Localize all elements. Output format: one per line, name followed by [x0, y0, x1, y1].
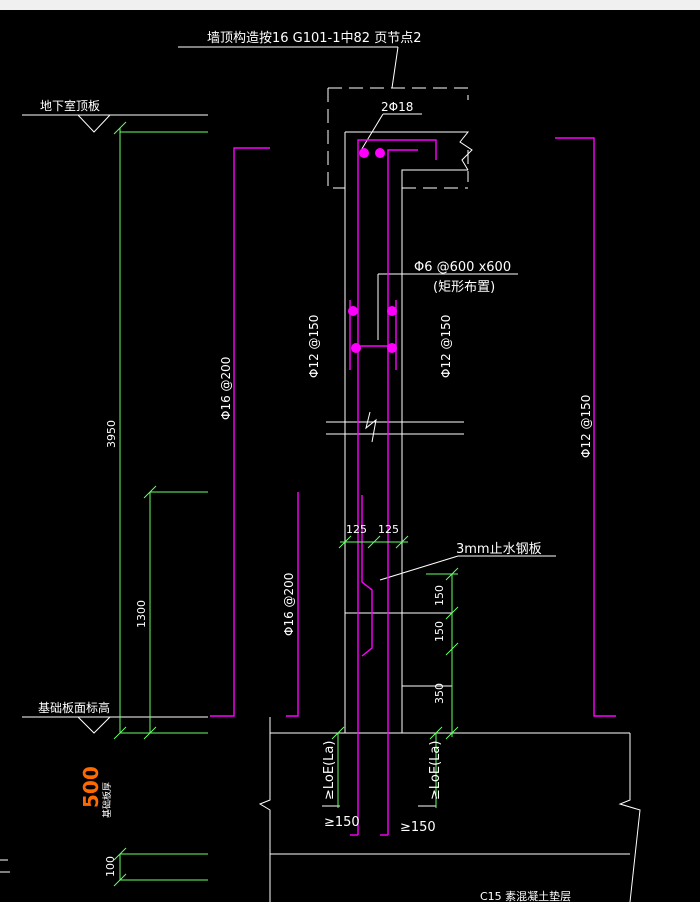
orange-handwritten-mark: 500 [79, 766, 103, 808]
foundation-edge-right [618, 733, 641, 902]
slab-thickness-label: 基础板厚 [101, 782, 113, 818]
dim-anchor-left-tick [331, 726, 345, 740]
tie-bar-label: Φ6 @600 x600 [414, 260, 511, 275]
vertical-bar-left [357, 139, 437, 835]
wall-break-zigzag [365, 411, 377, 443]
top-detail-box-top [328, 87, 469, 100]
water-stop-label: 3mm止水钢板 [456, 542, 542, 557]
dim-ws-tick-4 [445, 726, 459, 740]
dim-wall-tick-2 [367, 535, 381, 549]
left-lower-bar-extent [286, 492, 299, 717]
right-bar-extent [555, 137, 616, 717]
rebar-dot-4 [387, 306, 397, 316]
dim-wall-tick-3 [395, 535, 409, 549]
dim-1300-tick-bottom [143, 726, 157, 740]
water-stop-leader [379, 555, 459, 581]
vertical-bar-right [387, 149, 418, 835]
foundation-level-mark [77, 716, 111, 734]
foundation-edge-left [258, 717, 271, 902]
dim-ws-tick-2 [445, 606, 459, 620]
dim-ws-tick-3 [445, 642, 459, 656]
top-bars-leader [359, 113, 384, 153]
window-top-bar [0, 0, 700, 10]
left-vert-lower-label: Φ16 @200 [282, 573, 296, 636]
anchor-right-label: ≥LoE(La) [428, 741, 443, 800]
rebar-dot-2 [375, 148, 385, 158]
dim-1300-label: 1300 [135, 600, 148, 628]
structure-outline [22, 46, 641, 902]
horiz-left-label: Φ12 @150 [307, 315, 321, 378]
basement-roof-level-mark [77, 114, 111, 133]
top-slab-bottom [401, 169, 468, 188]
tie-bar-note: (矩形布置) [433, 280, 495, 295]
rebar-dot-1 [359, 148, 369, 158]
wall-width-right-label: 125 [378, 523, 399, 536]
bottom-note: C15 素混凝土垫层 [480, 889, 571, 902]
dim-350-label: 350 [433, 683, 446, 704]
top-slab-break [345, 131, 473, 171]
dim-anchor-right-tick [429, 726, 443, 740]
hook-left-label: ≥150 [324, 815, 360, 830]
rebar-lines [210, 137, 616, 836]
dim-100-label: 100 [104, 856, 117, 877]
dim-wall-tick-1 [338, 535, 352, 549]
dim-3950-label: 3950 [105, 420, 118, 448]
top-note-leader [391, 46, 399, 89]
hook-right-label: ≥150 [400, 820, 436, 835]
basement-roof-label: 地下室顶板 [40, 98, 100, 113]
rebar-dot-5 [351, 343, 361, 353]
left-upper-bar-extent [210, 147, 270, 717]
anchor-left-label: ≥LoE(La) [322, 741, 337, 800]
water-stop-plate [361, 495, 373, 657]
rebar-dot-6 [387, 343, 397, 353]
dim-150b-label: 150 [433, 621, 446, 642]
right-vert-label: Φ12 @150 [579, 395, 593, 458]
dimension-lines [113, 121, 459, 887]
foundation-top-label: 基础板面标高 [38, 700, 110, 715]
wall-width-left-label: 125 [346, 523, 367, 536]
horiz-right-label: Φ12 @150 [439, 315, 453, 378]
dim-3950-tick-top [113, 121, 127, 135]
dim-150-label: 150 [433, 585, 446, 606]
top-bars-label: 2Φ18 [381, 100, 413, 114]
left-vert-upper-label: Φ16 @200 [219, 357, 233, 420]
drawing-labels: 墙顶构造按16 G101-1中82 页节点2 地下室顶板 基础板面标高 2Φ18… [38, 31, 593, 902]
top-note-text: 墙顶构造按16 G101-1中82 页节点2 [207, 31, 421, 46]
rebar-dots [348, 148, 397, 353]
rebar-dot-3 [348, 306, 358, 316]
top-detail-box-left [327, 88, 345, 189]
